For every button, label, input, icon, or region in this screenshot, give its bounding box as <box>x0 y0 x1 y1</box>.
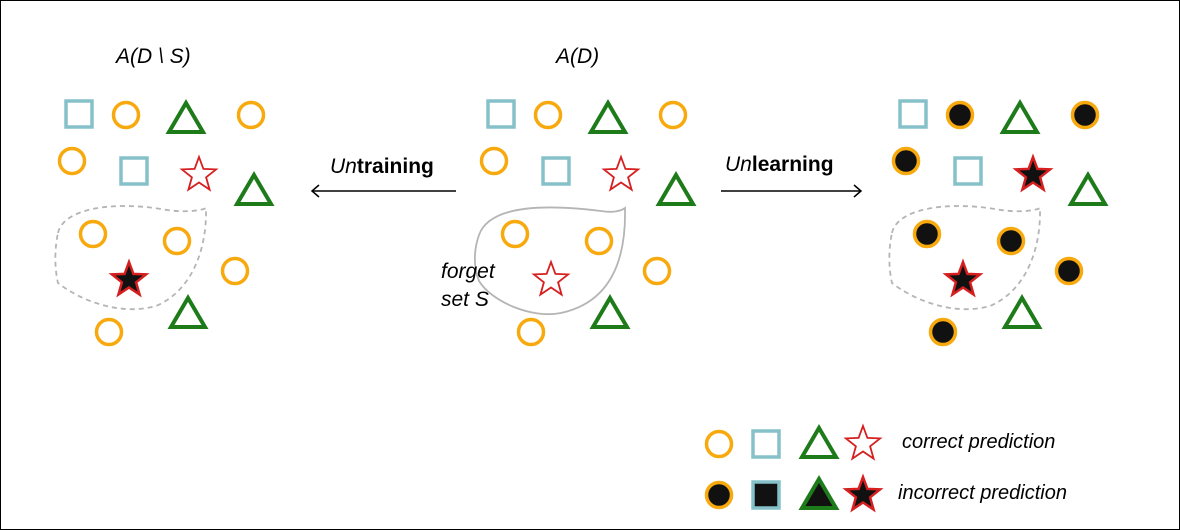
legend-incorrect-label: incorrect prediction <box>898 482 1067 504</box>
circle-incorrect-icon <box>945 100 975 130</box>
square-correct-icon <box>64 99 94 129</box>
triangle-correct-icon <box>589 294 631 329</box>
circle-incorrect-icon <box>928 317 958 347</box>
star-incorrect-icon <box>842 473 884 513</box>
circle-correct-icon <box>533 100 563 130</box>
untraining-prefix: Un <box>330 155 357 178</box>
star-correct-icon <box>531 259 571 297</box>
triangle-correct-icon <box>655 171 697 206</box>
forget-set-label-line1: forget <box>441 260 495 283</box>
square-correct-icon <box>953 156 983 186</box>
triangle-correct-icon <box>233 171 275 206</box>
triangle-incorrect-icon <box>798 475 840 510</box>
circle-incorrect-icon <box>1070 100 1100 130</box>
star-incorrect-icon <box>1012 153 1054 193</box>
circle-correct-icon <box>584 226 614 256</box>
triangle-correct-icon <box>1001 294 1043 329</box>
unlearning-suffix: learning <box>751 153 834 176</box>
forget-set-region-dashed <box>888 205 1041 311</box>
circle-correct-icon <box>78 219 108 249</box>
circle-incorrect-icon <box>996 226 1026 256</box>
unlearning-prefix: Un <box>725 153 752 176</box>
star-incorrect-icon <box>942 258 984 298</box>
circle-correct-icon <box>500 219 530 249</box>
square-correct-icon <box>486 99 516 129</box>
square-correct-icon <box>119 156 149 186</box>
star-correct-icon <box>843 423 883 461</box>
triangle-correct-icon <box>167 294 209 329</box>
circle-correct-icon <box>236 100 266 130</box>
square-incorrect-icon <box>751 480 781 510</box>
unlearning-label: Unlearning <box>725 153 834 177</box>
circle-correct-icon <box>704 429 734 459</box>
star-correct-icon <box>179 154 219 192</box>
square-correct-icon <box>898 99 928 129</box>
circle-correct-icon <box>516 317 546 347</box>
panel-title-original: A(D) <box>556 45 600 68</box>
triangle-correct-icon <box>165 99 207 134</box>
untraining-arrowhead-icon <box>310 184 320 198</box>
circle-incorrect-icon <box>704 480 734 510</box>
circle-incorrect-icon <box>912 219 942 249</box>
square-correct-icon <box>541 156 571 186</box>
triangle-correct-icon <box>798 424 840 459</box>
forget-set-region-dashed <box>54 205 207 311</box>
untraining-label: Untraining <box>330 155 434 179</box>
triangle-correct-icon <box>999 99 1041 134</box>
square-correct-icon <box>751 429 781 459</box>
star-incorrect-icon <box>108 258 150 298</box>
circle-correct-icon <box>220 256 250 286</box>
forget-set-region <box>473 206 626 316</box>
circle-incorrect-icon <box>1054 256 1084 286</box>
triangle-correct-icon <box>587 99 629 134</box>
forget-set-label-line2: set S <box>441 288 489 311</box>
star-correct-icon <box>601 154 641 192</box>
circle-correct-icon <box>658 100 688 130</box>
circle-correct-icon <box>57 146 87 176</box>
untraining-suffix: training <box>356 155 434 178</box>
circle-correct-icon <box>94 317 124 347</box>
circle-correct-icon <box>111 100 141 130</box>
circle-correct-icon <box>642 256 672 286</box>
legend-correct-label: correct prediction <box>902 431 1056 453</box>
panel-title-retrained: A(D \ S) <box>116 45 191 68</box>
triangle-correct-icon <box>1067 171 1109 206</box>
circle-correct-icon <box>479 146 509 176</box>
circle-correct-icon <box>162 226 192 256</box>
unlearning-arrowhead-icon <box>853 184 863 198</box>
circle-incorrect-icon <box>891 146 921 176</box>
